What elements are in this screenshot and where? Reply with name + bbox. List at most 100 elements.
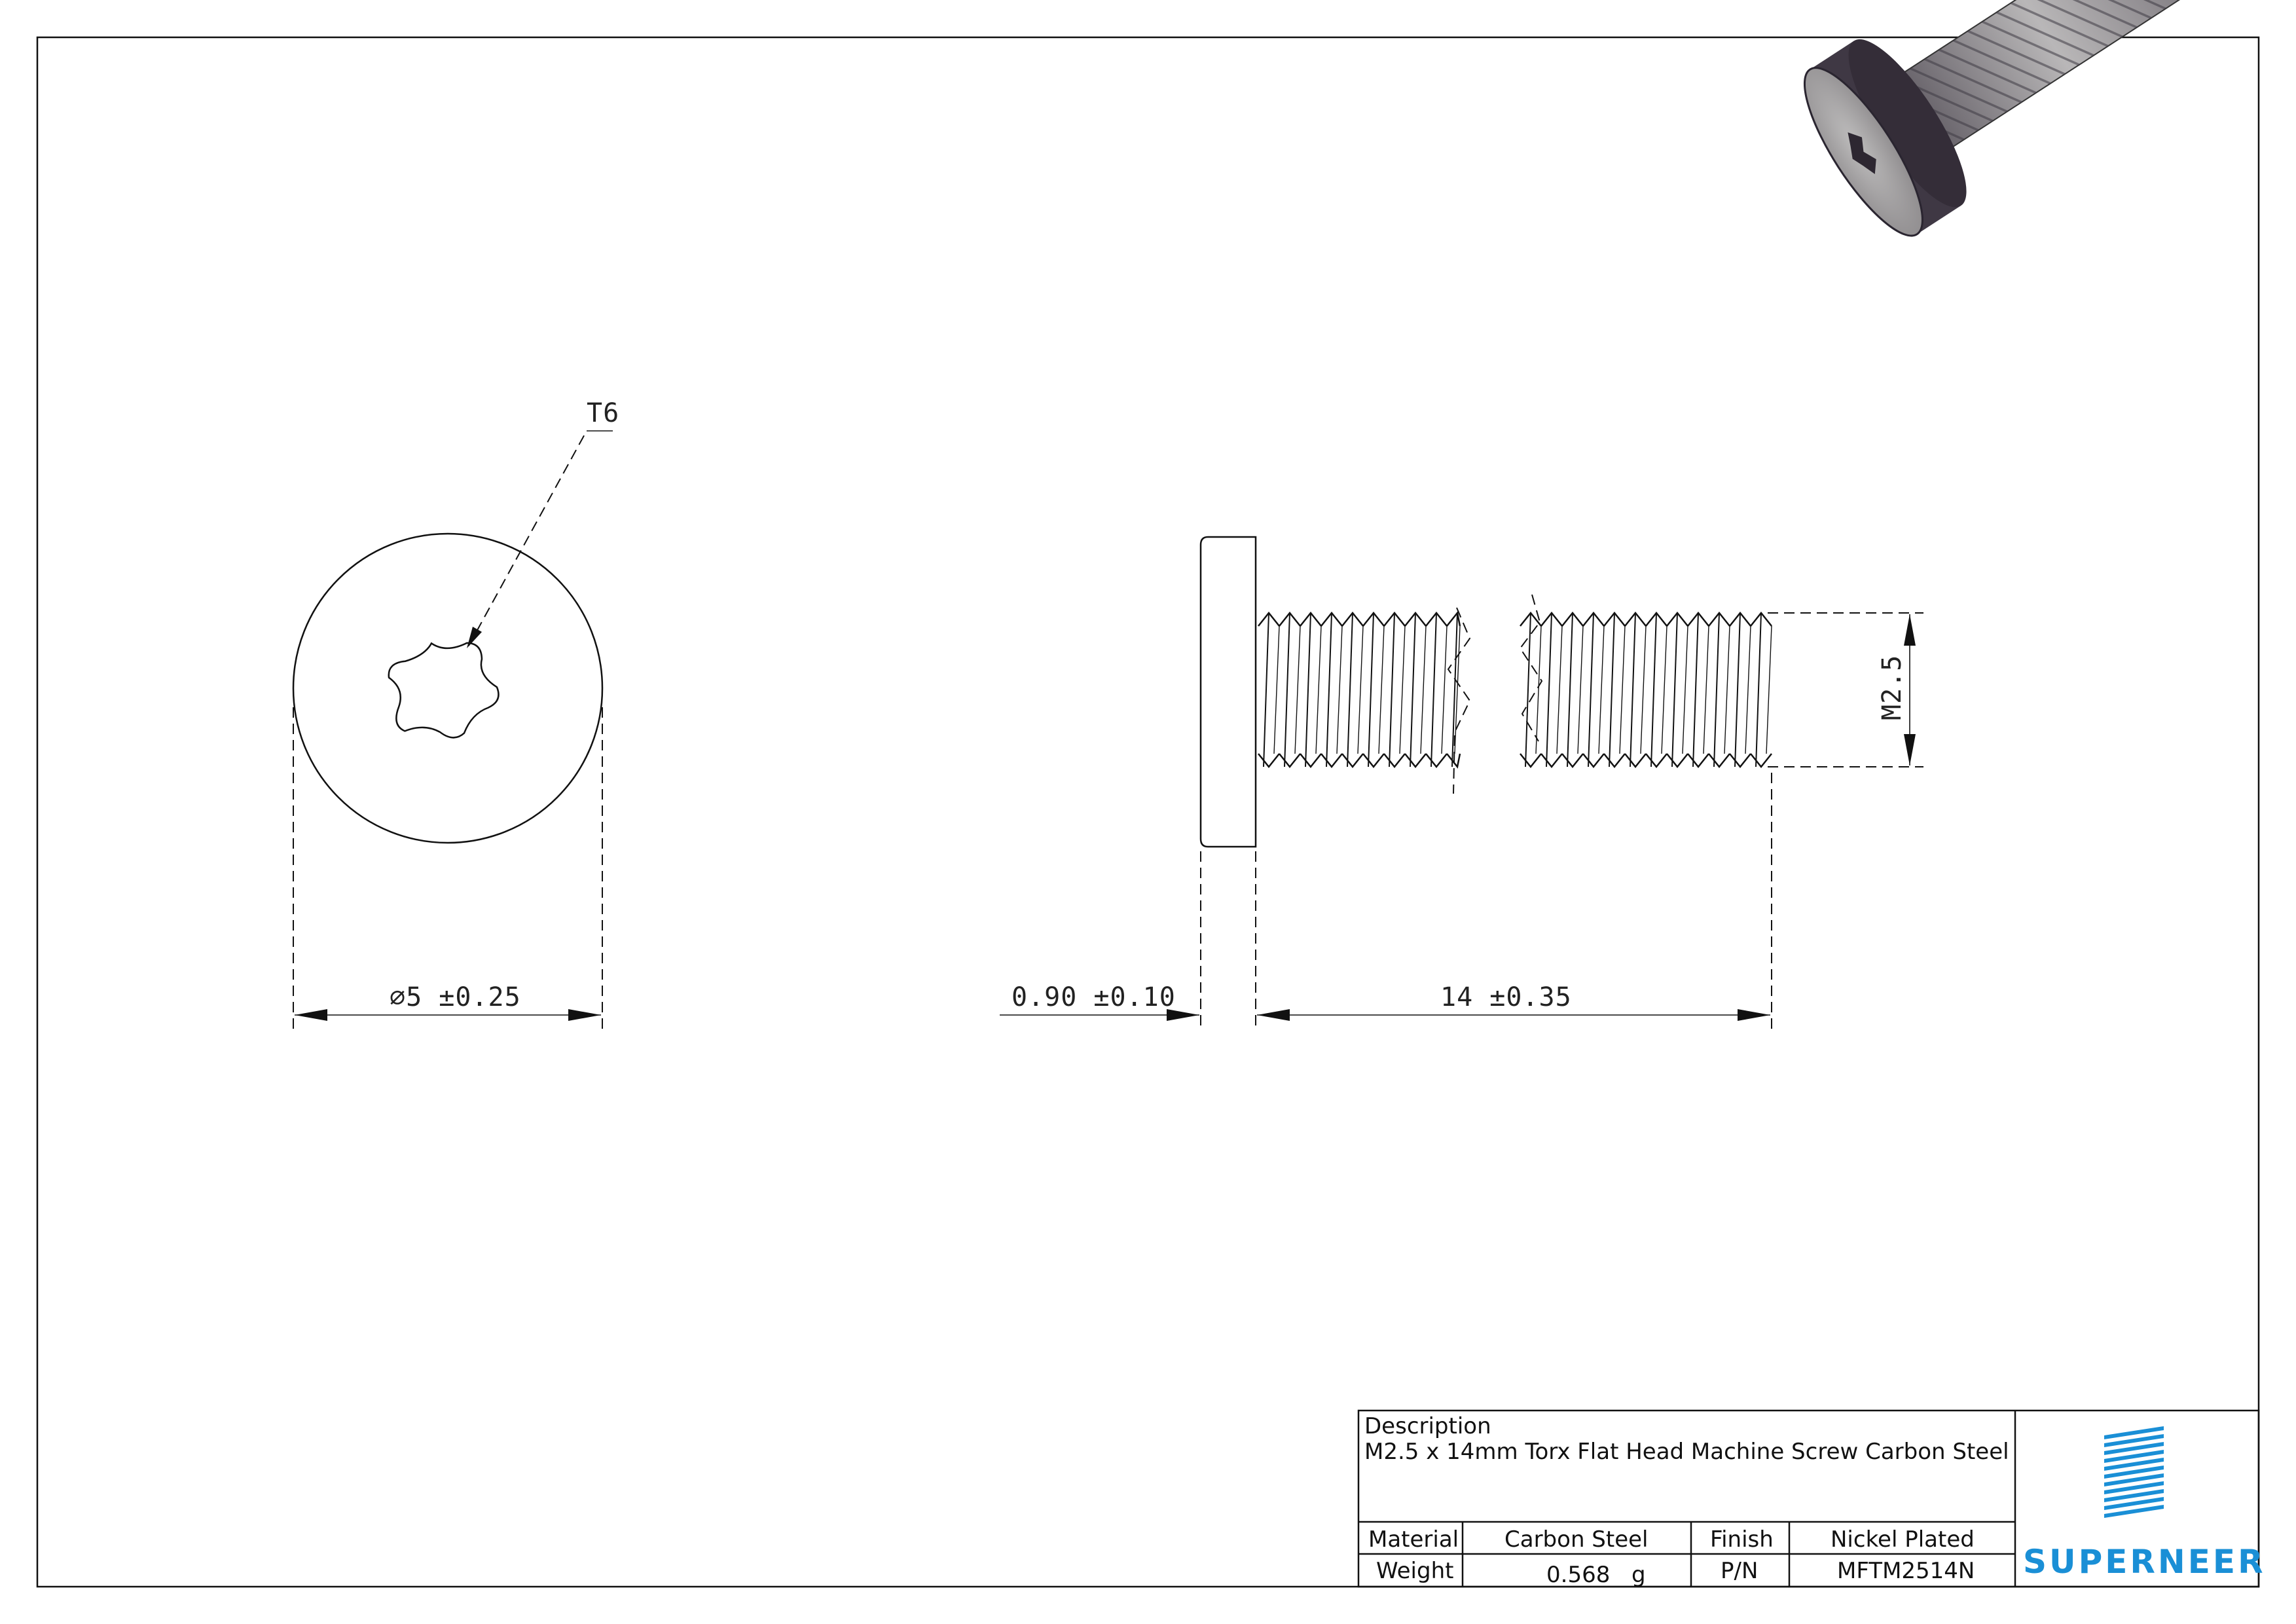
torx-recess-icon xyxy=(388,642,500,739)
thread-root-line xyxy=(1399,625,1406,754)
thread-crest-line xyxy=(1305,612,1311,767)
logo-stripe xyxy=(2104,1489,2164,1502)
thread-crest-line xyxy=(1609,612,1615,767)
diameter-arrow-left xyxy=(295,1009,327,1021)
superneer-logo: SUPERNEER xyxy=(2023,1426,2266,1581)
thread-profile xyxy=(1520,753,1772,769)
material-label: Material xyxy=(1368,1526,1459,1553)
thread-crest-line xyxy=(1755,612,1762,767)
description-text: M2.5 x 14mm Torx Flat Head Machine Screw… xyxy=(1364,1439,2009,1465)
thread-root-line xyxy=(1454,625,1461,754)
thread-label: M2.5 xyxy=(1877,655,1907,720)
length-arrow-right xyxy=(1738,1009,1770,1021)
break-line-right xyxy=(1519,594,1543,742)
thread-root-line xyxy=(1745,625,1751,754)
diameter-arrow-right xyxy=(568,1009,601,1021)
thread-crest-line xyxy=(1734,612,1741,767)
thread-root-line xyxy=(1294,625,1301,754)
thread-profile xyxy=(1258,611,1461,627)
thread-profile xyxy=(1258,753,1461,769)
thread-crest-line xyxy=(1588,612,1594,767)
front-view: T6 ⌀5 ±0.25 xyxy=(292,398,619,1031)
thread-crest-line xyxy=(1347,612,1353,767)
thread-crest-line xyxy=(1546,612,1552,767)
thread-root-line xyxy=(1336,625,1343,754)
superneer-logo-mark xyxy=(2104,1426,2164,1518)
thread-root-line xyxy=(1535,625,1542,754)
thread-root-line xyxy=(1682,625,1688,754)
thread-root-line xyxy=(1420,625,1427,754)
logo-stripe xyxy=(2104,1434,2164,1447)
logo-stripe xyxy=(2104,1505,2164,1518)
thread-profile xyxy=(1520,611,1772,627)
head-thickness-label: 0.90 ±0.10 xyxy=(1011,982,1176,1012)
thread-root-line xyxy=(1378,625,1385,754)
thread-crest-line xyxy=(1284,612,1290,767)
thread-root-line xyxy=(1619,625,1626,754)
thread-crest-line xyxy=(1567,612,1573,767)
drive-label: T6 xyxy=(587,398,619,428)
screw-3d-render xyxy=(1803,0,2230,237)
thread-root-line xyxy=(1556,625,1563,754)
logo-stripe xyxy=(2104,1458,2164,1471)
finish-value: Nickel Plated xyxy=(1831,1526,1975,1553)
diameter-label: ⌀5 ±0.25 xyxy=(390,982,521,1012)
description-heading: Description xyxy=(1364,1413,1491,1439)
length-arrow-left xyxy=(1257,1009,1290,1021)
weight-label: Weight xyxy=(1376,1558,1453,1584)
thread-crest-line xyxy=(1451,612,1458,767)
sheet-border xyxy=(36,36,2260,1588)
thread-root-line xyxy=(1640,625,1647,754)
weight-value: 0.568 xyxy=(1546,1562,1610,1588)
thread-root-line xyxy=(1273,625,1280,754)
length-label: 14 ±0.35 xyxy=(1440,982,1572,1012)
logo-stripe xyxy=(2104,1466,2164,1479)
thread-crest-line xyxy=(1713,612,1720,767)
weight-unit: g xyxy=(1631,1562,1646,1588)
logo-stripe xyxy=(2104,1473,2164,1486)
title-block: Description M2.5 x 14mm Torx Flat Head M… xyxy=(1357,1409,2260,1588)
thread-crest-line xyxy=(1389,612,1395,767)
thread-root-line xyxy=(1766,625,1772,754)
thread-root-line xyxy=(1661,625,1667,754)
thread-crest-line xyxy=(1410,612,1416,767)
logo-stripe xyxy=(2104,1450,2164,1463)
screw-head-profile xyxy=(1199,536,1257,848)
thread-root-line xyxy=(1315,625,1322,754)
drive-leader-line xyxy=(468,430,587,646)
thread-crest-line xyxy=(1630,612,1636,767)
thread-crest-line xyxy=(1692,612,1699,767)
head-thickness-arrow xyxy=(1167,1009,1199,1021)
finish-label: Finish xyxy=(1710,1526,1774,1553)
threaded-shank-left xyxy=(1258,611,1461,769)
thread-crest-line xyxy=(1430,612,1437,767)
thread-crest-line xyxy=(1671,612,1678,767)
thread-crest-line xyxy=(1368,612,1374,767)
title-block-frame xyxy=(1357,1409,2260,1588)
thread-crest-line xyxy=(1525,612,1531,767)
threaded-shank-right xyxy=(1520,611,1772,769)
thread-root-line xyxy=(1724,625,1730,754)
drive-leader-arrow xyxy=(467,627,482,648)
pn-value: MFTM2514N xyxy=(1837,1558,1975,1584)
material-value: Carbon Steel xyxy=(1504,1526,1649,1553)
logo-stripe xyxy=(2104,1426,2164,1439)
logo-stripe xyxy=(2104,1442,2164,1455)
thread-crest-line xyxy=(1263,612,1269,767)
head-outline-circle xyxy=(292,532,604,844)
side-view: M2.5 0.90 ±0.10 14 ±0.35 xyxy=(1000,536,1923,1031)
thread-root-line xyxy=(1577,625,1584,754)
logo-stripe xyxy=(2104,1497,2164,1510)
thread-root-line xyxy=(1441,625,1448,754)
thread-root-line xyxy=(1703,625,1709,754)
thread-crest-line xyxy=(1326,612,1332,767)
pn-label: P/N xyxy=(1721,1558,1758,1584)
thread-arrow-bottom xyxy=(1904,734,1916,766)
thread-crest-line xyxy=(1650,612,1657,767)
superneer-logo-text: SUPERNEER xyxy=(2023,1543,2266,1581)
thread-root-line xyxy=(1357,625,1364,754)
logo-stripe xyxy=(2104,1481,2164,1494)
thread-root-line xyxy=(1598,625,1605,754)
break-line-left xyxy=(1447,607,1471,794)
